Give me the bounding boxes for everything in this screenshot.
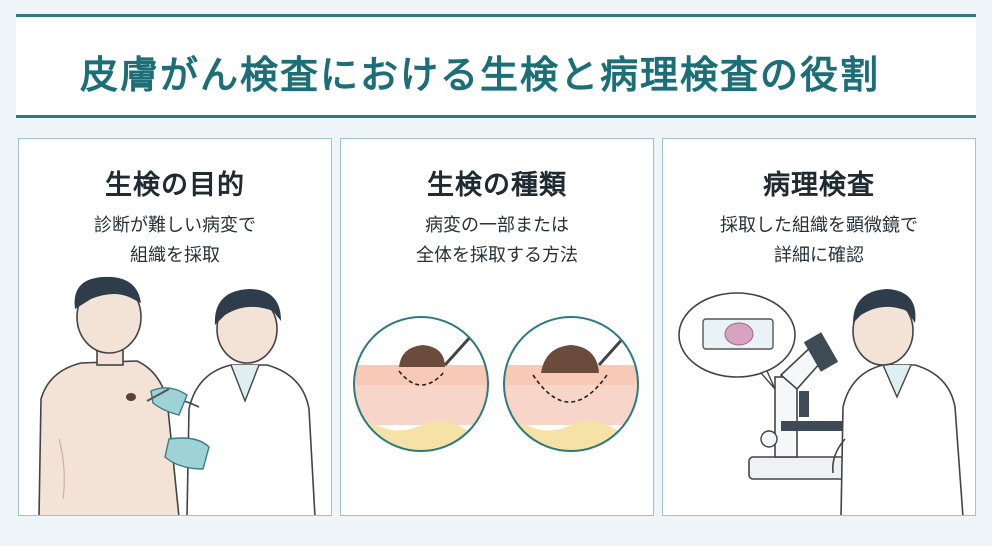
panel-biopsy-types: 生検の種類 病変の一部または 全体を採取する方法 [340, 138, 654, 516]
scalpel [146, 388, 170, 402]
slide-callout [678, 292, 796, 390]
title-rule-bottom [16, 115, 976, 118]
tissue-sample [724, 322, 754, 346]
mole-lesion [126, 393, 136, 401]
panel-desc-line: 病変の一部または [425, 215, 569, 236]
panel-desc-line: 詳細に確認 [774, 245, 864, 266]
page-title: 皮膚がん検査における生検と病理検査の役割 [80, 53, 881, 97]
panel-title: 生検の目的 [105, 170, 245, 201]
gloved-hand [164, 437, 210, 470]
doctor-figure [831, 289, 964, 515]
title-band: 皮膚がん検査における生検と病理検査の役割 [16, 14, 976, 118]
microscope [748, 332, 856, 480]
panel-description: 病変の一部または 全体を採取する方法 [341, 211, 653, 271]
panel-biopsy-purpose: 生検の目的 診断が難しい病変で 組織を採取 [18, 138, 332, 516]
patient-figure [38, 276, 180, 515]
total-excision-diagram [503, 316, 639, 452]
panel-title: 病理検査 [763, 170, 875, 201]
panel-title: 生検の種類 [427, 170, 567, 201]
panel-desc-line: 診断が難しい病変で [94, 215, 256, 236]
microscope-exam-illustration [678, 289, 964, 515]
skin-biopsy-illustration [353, 316, 639, 452]
panel-description: 採取した組織を顕微鏡で 詳細に確認 [663, 211, 975, 271]
partial-excision-diagram [353, 316, 489, 452]
panel-description: 診断が難しい病変で 組織を採取 [19, 211, 331, 271]
doctor-figure [146, 289, 316, 515]
panel-pathology-exam: 病理検査 採取した組織を顕微鏡で 詳細に確認 [662, 138, 976, 516]
panel-desc-line: 採取した組織を顕微鏡で [720, 215, 918, 236]
panel-desc-line: 組織を採取 [130, 245, 220, 266]
title-rule-top [16, 14, 976, 17]
doctor-examining-patient-illustration [38, 276, 316, 515]
panel-desc-line: 全体を採取する方法 [416, 245, 578, 266]
